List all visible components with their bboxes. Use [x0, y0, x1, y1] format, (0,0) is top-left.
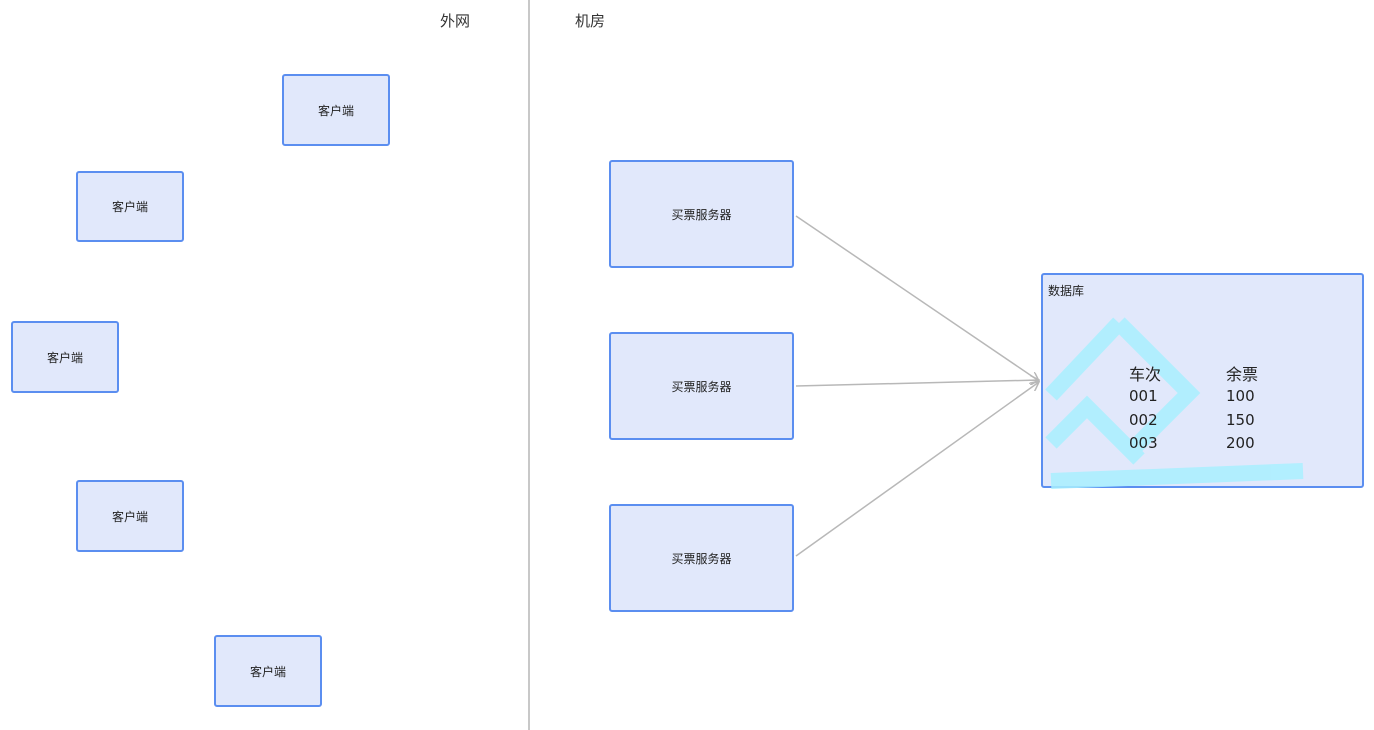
- ticket-table-header: 车次 余票: [1129, 361, 1323, 385]
- database-title: 数据库: [1048, 284, 1085, 298]
- client-node-2[interactable]: 客户端: [76, 171, 184, 242]
- client-node-label: 客户端: [317, 103, 354, 118]
- client-node-label: 客户端: [111, 200, 148, 214]
- database-node[interactable]: 数据库 车次 余票 001 100 002 150 003 200: [1041, 273, 1364, 489]
- client-node-5[interactable]: 客户端: [214, 635, 322, 707]
- ticket-table: 车次 余票 001 100 002 150 003 200: [1129, 361, 1323, 455]
- ticket-server-label: 买票服务器: [671, 551, 732, 566]
- client-node-label: 客户端: [111, 509, 148, 524]
- table-row: 003 200: [1129, 432, 1323, 456]
- header-remaining-tickets: 余票: [1226, 364, 1259, 384]
- client-node-1[interactable]: 客户端: [282, 74, 390, 146]
- arrow-server1-to-db: [795, 215, 1039, 381]
- train-number-cell: 002: [1129, 410, 1158, 429]
- ticket-server-node-1[interactable]: 买票服务器: [609, 160, 794, 268]
- train-number-cell: 003: [1129, 434, 1158, 453]
- zone-label-datacenter: 机房: [575, 12, 606, 30]
- ticket-server-node-3[interactable]: 买票服务器: [609, 504, 794, 612]
- ticket-server-node-2[interactable]: 买票服务器: [609, 332, 794, 440]
- client-node-label: 客户端: [249, 664, 286, 679]
- remaining-tickets-cell: 200: [1226, 434, 1255, 453]
- arrow-server2-to-db: [795, 380, 1039, 387]
- header-train-number: 车次: [1129, 364, 1162, 384]
- client-node-label: 客户端: [46, 350, 83, 365]
- remaining-tickets-cell: 150: [1226, 410, 1255, 429]
- train-number-cell: 001: [1129, 387, 1158, 406]
- table-row: 001 100: [1129, 385, 1323, 409]
- client-node-4[interactable]: 客户端: [76, 480, 184, 552]
- zone-divider: [528, 0, 530, 730]
- ticket-server-label: 买票服务器: [671, 207, 732, 222]
- client-node-3[interactable]: 客户端: [11, 321, 119, 393]
- zone-label-external: 外网: [440, 12, 471, 30]
- arrow-server3-to-db: [795, 382, 1039, 557]
- ticket-server-label: 买票服务器: [671, 379, 732, 394]
- remaining-tickets-cell: 100: [1226, 387, 1255, 406]
- table-row: 002 150: [1129, 408, 1323, 432]
